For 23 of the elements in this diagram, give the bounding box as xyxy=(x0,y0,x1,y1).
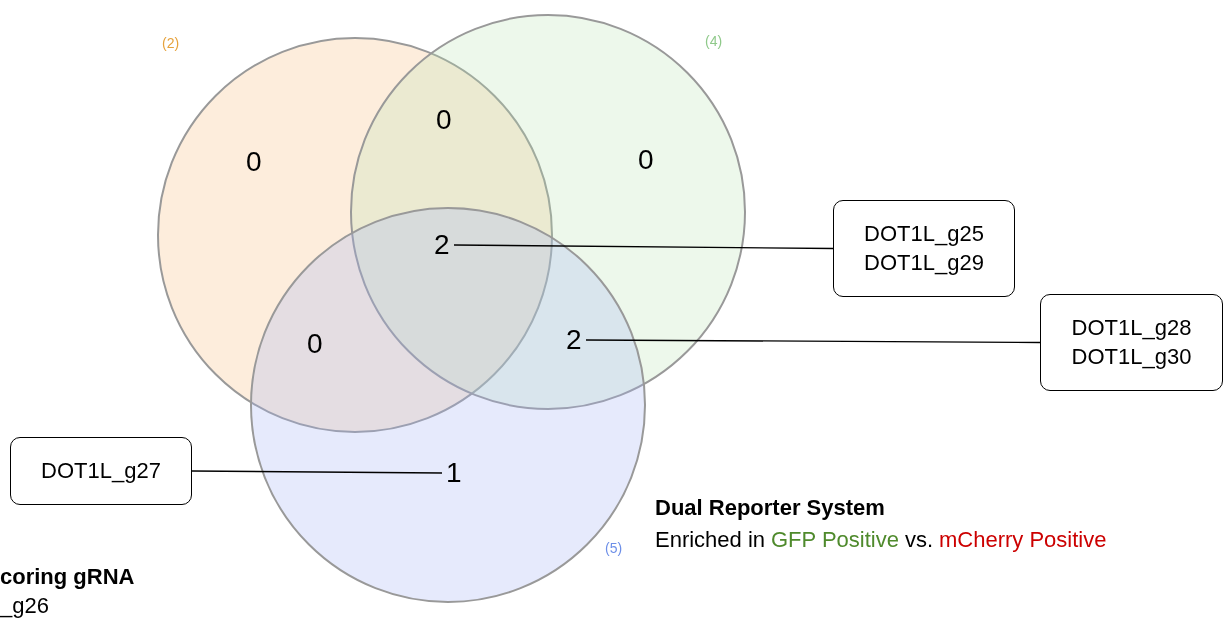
legend-text: mCherry Positive xyxy=(939,527,1107,553)
set-size: (2) xyxy=(162,35,180,52)
set-size: (5) xyxy=(605,540,623,557)
legend-text: vs. xyxy=(905,527,934,553)
callout-box: DOT1L_g25 DOT1L_g29 xyxy=(833,200,1015,297)
legend-text: _g26 xyxy=(0,593,49,619)
region-count: 0 xyxy=(638,144,654,177)
callout-box: DOT1L_g28 DOT1L_g30 xyxy=(1040,294,1223,391)
legend-text: Enriched in xyxy=(655,527,766,553)
leader-line xyxy=(585,339,1041,344)
legend-title: coring gRNA xyxy=(0,564,135,590)
region-count: 2 xyxy=(566,326,582,354)
set-size: (4) xyxy=(705,33,723,50)
legend-title: Dual Reporter System xyxy=(655,495,885,521)
region-count: 0 xyxy=(307,328,323,361)
region-count: 0 xyxy=(246,146,262,179)
region-count: 0 xyxy=(436,104,452,137)
leader-line xyxy=(453,244,834,250)
callout-box: DOT1L_g27 xyxy=(10,437,192,505)
legend-text: GFP Positive xyxy=(771,527,899,553)
leader-line xyxy=(191,470,443,474)
region-count: 2 xyxy=(434,231,450,259)
region-count: 1 xyxy=(446,459,462,487)
